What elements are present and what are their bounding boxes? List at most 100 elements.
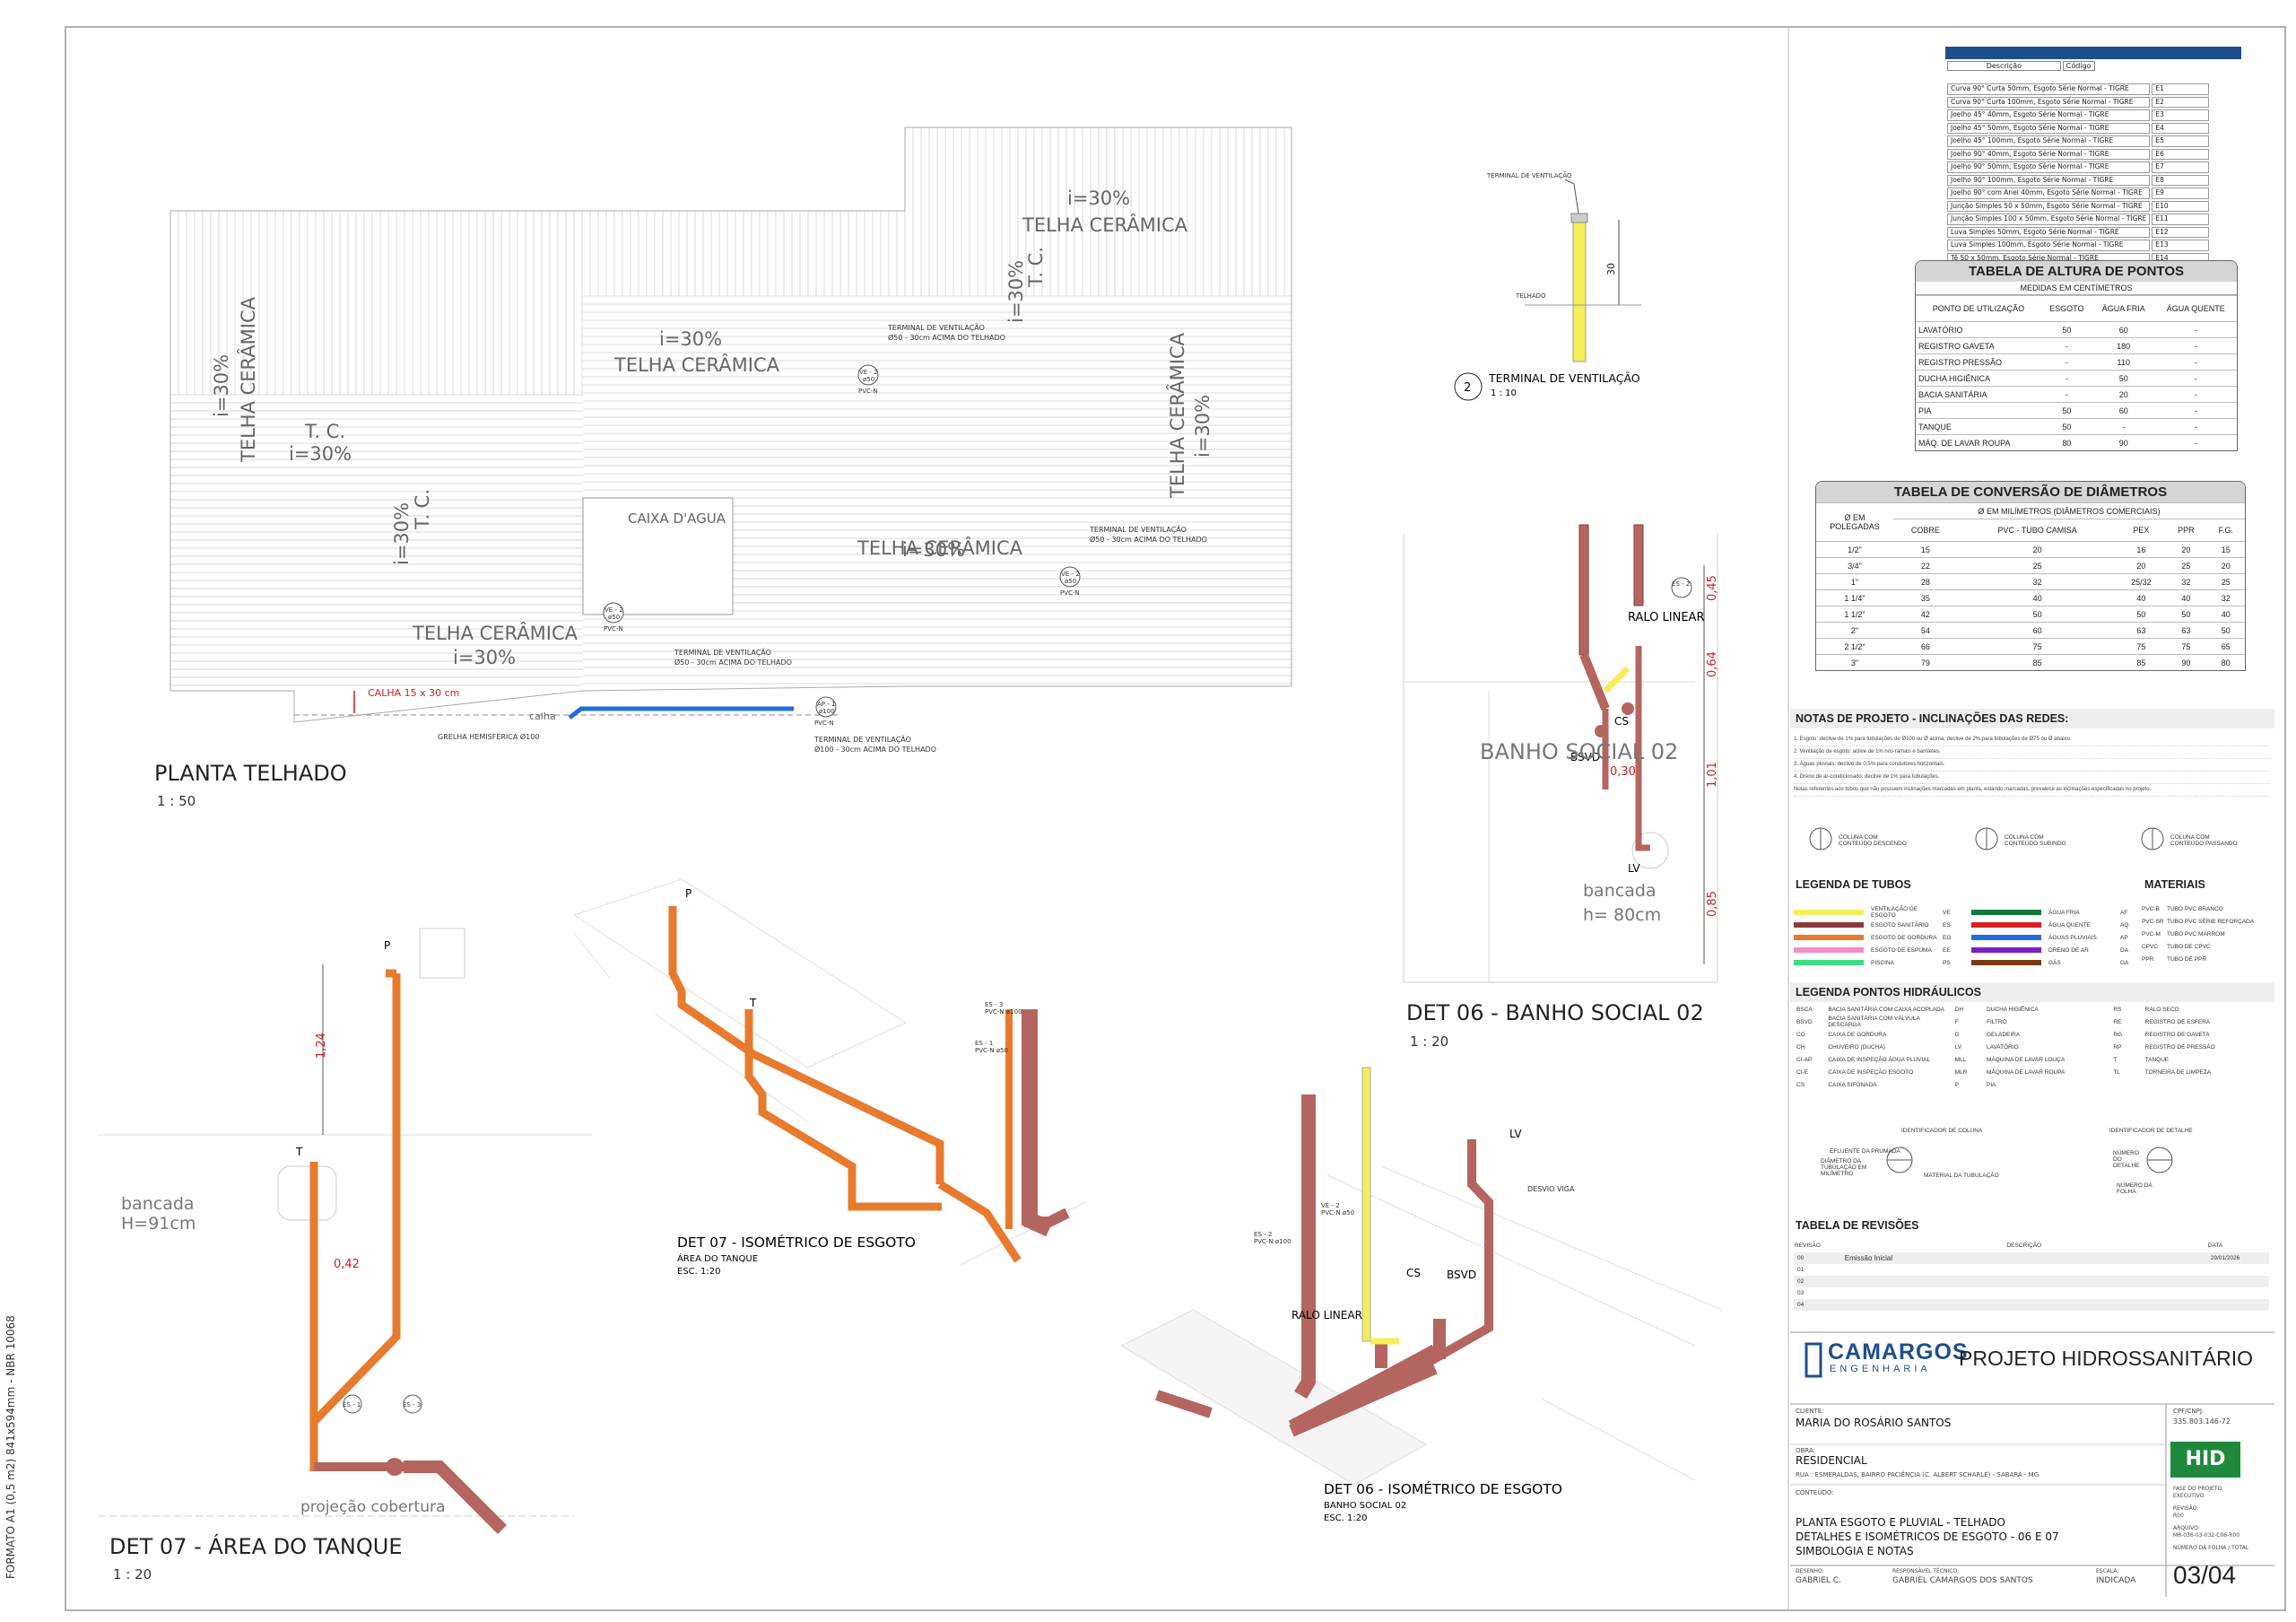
vent-detail-title: TERMINAL DE VENTILAÇÃO [1488, 371, 1640, 385]
diam-mm: 50 [2206, 622, 2245, 639]
column-symbols [1809, 827, 2164, 850]
table-row: Joelho 90° 100mm, Esgoto Série Normal - … [1947, 174, 2210, 186]
tag-text: ø50 [1065, 578, 1076, 585]
point-code: TL [2113, 1068, 2120, 1076]
table-row: Joelho 90° 40mm, Esgoto Série Normal - T… [1947, 148, 2210, 160]
column-tag: AP - 1 ø100 PVC-N [814, 696, 837, 727]
p-label: P [384, 939, 390, 952]
point-name: MÁQ. DE LAVAR ROUPA [1916, 434, 2041, 450]
tag-text: PVC-N ø100 [985, 1008, 1022, 1016]
identifier-symbols [1886, 1147, 2173, 1173]
column-desc-label: COLUNA COM CONTEÚDO DESCENDO [1839, 834, 1907, 847]
point-desc [2143, 1078, 2269, 1091]
diam-mm: 85 [1957, 654, 2118, 670]
legend-swatch [1971, 947, 2041, 953]
slope-label: i=30% [211, 354, 232, 417]
diam-mm: 63 [2165, 622, 2207, 639]
legend-swatch [1794, 910, 1864, 915]
p-label: P [685, 887, 691, 900]
fittings-table-header [1945, 47, 2241, 59]
diam-mm: 75 [2165, 638, 2207, 655]
legend-name: PISCINA [1871, 959, 1895, 966]
table-header: ESGOTO [2040, 295, 2092, 322]
rev-label: REVISÃO: [2173, 1505, 2199, 1512]
point-desc: BACIA SANITÁRIA COM VÁLVULA DESCARGA [1828, 1016, 1920, 1028]
roof-label: TELHADO [1515, 292, 1546, 300]
table-row: 03 [1794, 1287, 2269, 1299]
fitting-desc: Joelho 90° 50mm, Esgoto Série Normal - T… [1947, 161, 2151, 173]
dims: 0,45 0,64 1,01 0,85 0,30 [1610, 565, 1719, 964]
id-sheet-number: NÚMERO DA FOLHA [2117, 1182, 2152, 1195]
point-value: 50 [2040, 418, 2092, 435]
revisions-title: TABELA DE REVISÕES [1790, 1216, 2274, 1235]
material-code: PVC-SR [2142, 919, 2164, 925]
point-code: P [1954, 1081, 1959, 1088]
diam-mm: 79 [1893, 654, 1958, 670]
table-header: DATA [2207, 1242, 2223, 1249]
water-tank-label: CAIXA D'AGUA [628, 510, 726, 527]
col-code: Código [2062, 61, 2095, 71]
lv-label: LV [1628, 862, 1640, 875]
point-code: CG [1796, 1031, 1805, 1038]
tag-text: VE - 2 [1061, 571, 1080, 578]
slope-tile-label: TELHA CERÂMICA [412, 622, 578, 644]
table-row: Joelho 45° 40mm, Esgoto Série Normal - T… [1947, 109, 2210, 121]
fitting-desc: Joelho 90° 40mm, Esgoto Série Normal - T… [1947, 148, 2151, 160]
leader [1564, 179, 1579, 214]
bench-label: bancada [1583, 881, 1657, 901]
table-header: F.G. [2206, 519, 2245, 542]
point-desc: DUCHA HIGIÊNICA [1986, 1006, 2039, 1013]
cpf-value: 335.803.146-72 [2173, 1417, 2231, 1426]
grease-pipe [937, 1181, 1022, 1263]
tag-text: PVC-N [858, 388, 878, 395]
legend-code: AQ [2120, 921, 2129, 929]
sewer-pipe [404, 1461, 507, 1534]
fitting-code: E13 [2152, 240, 2210, 251]
det06-isometric: LV CS BSVD RALO LINEAR DESVIO VIGA VE - … [1119, 1067, 1723, 1523]
legend-swatch [1971, 935, 2041, 940]
point-name: TANQUE [1916, 418, 2041, 435]
diam-mm: 25 [2165, 557, 2207, 574]
diam-inch: 3" [1816, 654, 1893, 670]
bench-label: bancada [121, 1194, 195, 1214]
det07-scale: 1 : 20 [113, 1566, 152, 1583]
desvio-label: DESVIO VIGA [1527, 1185, 1575, 1193]
slope-label: i=30% [902, 539, 965, 561]
point-desc: CAIXA DE GORDURA [1828, 1031, 1887, 1038]
slope-tc-label: T. C. [1025, 247, 1047, 288]
diam-mm: 60 [1957, 622, 2118, 639]
point-value: - [2040, 370, 2092, 387]
table-row: Junção Simples 100 x 50mm, Esgoto Série … [1947, 214, 2210, 225]
notes-title: NOTAS DE PROJETO - INCLINAÇÕES DAS REDES… [1790, 709, 2274, 728]
point-desc: MÁQUINA DE LAVAR ROUPA [1986, 1068, 2066, 1076]
point-value: - [2040, 386, 2092, 403]
id-diameter: DIÂMETRO DA TUBULAÇÃO EM MILÍMETRO [1821, 1158, 1867, 1177]
sheet-label: NÚMERO DA FOLHA / TOTAL [2173, 1545, 2249, 1551]
client-label: CLIENTE: [1796, 1408, 1824, 1415]
table-header: PVC - TUBO CAMISA [1957, 519, 2118, 542]
point-name: PIA [1916, 402, 2041, 419]
point-desc: BACIA SANITÁRIA COM CAIXA ACOPLADA [1828, 1006, 1945, 1013]
roof-outline [170, 126, 1292, 723]
diam-mm: 66 [1893, 638, 1958, 655]
legend-code: EE [1943, 946, 1951, 954]
legend-name: GÁS [2048, 959, 2061, 966]
fitting-code: E6 [2152, 148, 2210, 160]
point-code: RE [2113, 1018, 2122, 1025]
fitting-code: E11 [2152, 214, 2210, 225]
legend-name: ÁGUA QUENTE [2048, 921, 2091, 929]
vent-detail-scale: 1 : 10 [1491, 388, 1517, 398]
grease-pipe [668, 906, 944, 1184]
room-name: BANHO SOCIAL 02 [1480, 739, 1678, 764]
fittings-table-columns: Descrição Código [1945, 59, 2097, 73]
legend-code: GA [2120, 959, 2129, 966]
